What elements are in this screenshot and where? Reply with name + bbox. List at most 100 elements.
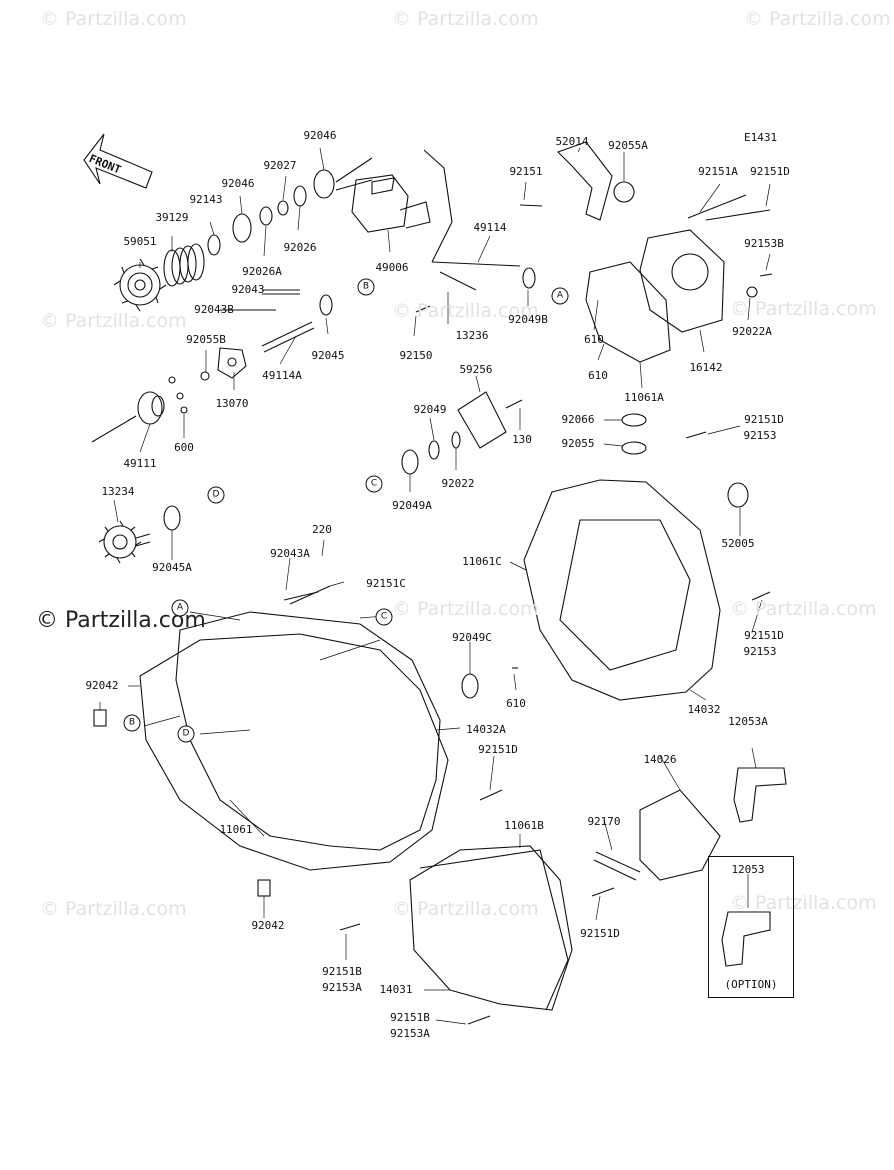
part-label: 49111: [123, 457, 157, 470]
bolt-92151D-e: [591, 887, 615, 897]
callout-c-case: C: [375, 608, 393, 626]
part-label: 92151A: [698, 165, 738, 178]
bolt-92151A: [687, 194, 747, 219]
front-arrow: [83, 133, 153, 189]
callout-a-case: A: [171, 599, 189, 617]
part-label: 92055A: [608, 139, 648, 152]
bolt-92151: [519, 204, 543, 207]
cover-14031: [409, 845, 573, 1011]
housing-49006: [351, 174, 431, 233]
part-label: 92043: [231, 283, 265, 296]
lever-13236: [423, 149, 521, 291]
washer-92022A: [746, 286, 758, 298]
part-label: 14032: [687, 703, 721, 716]
bolt-92151D-b: [685, 431, 707, 439]
part-label: 610: [584, 333, 604, 346]
pump-cover-16142: [639, 229, 725, 333]
part-label: 92055: [561, 437, 595, 450]
part-label: 92049A: [392, 499, 432, 512]
bolt-92043A: [283, 591, 319, 601]
pipe-52014: [556, 141, 613, 221]
watermark-5: © Partzilla.com: [392, 300, 539, 322]
part-label: 92055B: [186, 333, 226, 346]
watermark-11: © Partzilla.com: [730, 892, 877, 914]
callout-b-top: B: [357, 278, 375, 296]
part-label: 92151D: [744, 629, 784, 642]
part-label: 12053A: [728, 715, 768, 728]
seal-52005: [727, 482, 749, 508]
part-label: 92151D: [744, 413, 784, 426]
washer-92027: [277, 200, 289, 216]
part-label: 92043B: [194, 303, 234, 316]
part-label: 92045: [311, 349, 345, 362]
watermark-9: © Partzilla.com: [40, 898, 187, 920]
gasket-11061B: [419, 849, 569, 1011]
dowel-92042-top: [93, 709, 107, 727]
circlip-92055B: [200, 371, 210, 381]
bearing-92046-top: [313, 169, 335, 199]
bolt-92150: [415, 305, 431, 313]
part-label: 610: [588, 369, 608, 382]
watermark-4: © Partzilla.com: [40, 310, 187, 332]
dowel-92042-bot: [257, 879, 271, 897]
bearing-92045A: [163, 505, 181, 531]
bracket-12053A: [733, 767, 787, 823]
part-label: 13236: [455, 329, 489, 342]
part-label: 92151B: [322, 965, 362, 978]
watermark-8: © Partzilla.com: [730, 598, 877, 620]
washer-92026: [293, 185, 307, 207]
rotor-59256: [457, 391, 523, 449]
part-label: 92151D: [750, 165, 790, 178]
part-label: 600: [174, 441, 194, 454]
part-label: 92049B: [508, 313, 548, 326]
bearing-92049: [428, 440, 440, 460]
pin-92043: [262, 289, 300, 295]
bolt-92151B-b: [467, 1015, 491, 1025]
bolt-92153B: [759, 273, 773, 277]
part-label: 92153A: [390, 1027, 430, 1040]
bolt-92151C: [289, 585, 331, 605]
bearing-92046-mid: [232, 213, 252, 243]
part-label: 92026: [283, 241, 317, 254]
part-label: 59256: [459, 363, 493, 376]
watermark-6: © Partzilla.com: [730, 298, 877, 320]
diagram-code: E1431: [744, 131, 778, 144]
oring-92055A: [613, 181, 635, 203]
washer-92143: [207, 234, 221, 256]
shaft-49111: [91, 391, 165, 443]
watermark-3: © Partzilla.com: [744, 8, 891, 30]
watermark-7: © Partzilla.com: [392, 598, 539, 620]
bearing-92049B: [522, 267, 536, 289]
part-label: 92150: [399, 349, 433, 362]
bearing-92049C: [461, 673, 479, 699]
part-label: 92049: [413, 403, 447, 416]
part-label: 52005: [721, 537, 755, 550]
part-label: 92151: [509, 165, 543, 178]
part-label: 92022A: [732, 325, 772, 338]
part-label: 49006: [375, 261, 409, 274]
bolt-92151B-a: [339, 923, 361, 931]
part-label: 92026A: [242, 265, 282, 278]
part-label: 92045A: [152, 561, 192, 574]
ball-600-a: [168, 376, 176, 384]
callout-d-case: D: [177, 725, 195, 743]
part-label: 92042: [251, 919, 285, 932]
part-label: 11061B: [504, 819, 544, 832]
watermark-1: © Partzilla.com: [40, 8, 187, 30]
shaft-49114A: [261, 321, 315, 353]
part-label: 92170: [587, 815, 621, 828]
part-label: 49114: [473, 221, 507, 234]
part-label: 16142: [689, 361, 723, 374]
bolt-92151D-d: [479, 789, 503, 801]
option-box: (OPTION): [708, 856, 794, 998]
part-label: 11061A: [624, 391, 664, 404]
bolt-92151D-c: [751, 591, 771, 601]
part-label: 11061: [219, 823, 253, 836]
part-label: 92153B: [744, 237, 784, 250]
spring-92170: [593, 851, 641, 881]
part-label: 220: [312, 523, 332, 536]
bolt-92151D-top: [705, 209, 771, 221]
part-label: 52014: [555, 135, 589, 148]
watermark-10: © Partzilla.com: [392, 898, 539, 920]
